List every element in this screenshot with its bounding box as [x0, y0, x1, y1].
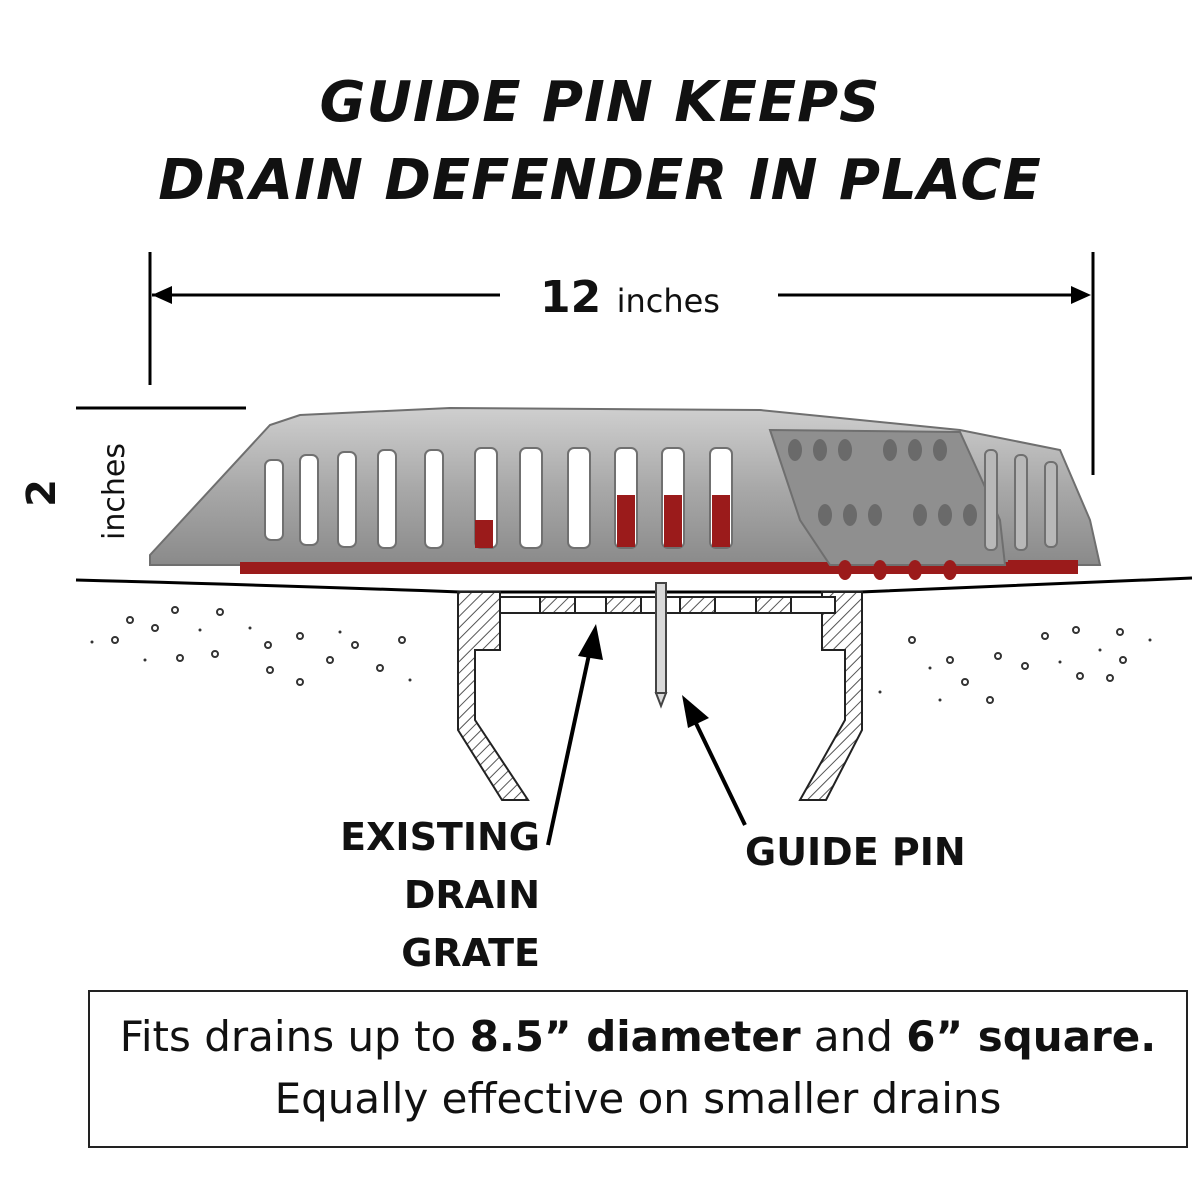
info-line-2: Equally effective on smaller drains: [274, 1074, 1002, 1123]
grate-arrow: [546, 624, 603, 846]
info-box: Fits drains up to 8.5” diameter and 6” s…: [88, 990, 1188, 1148]
grate-label-line-3: GRATE: [401, 931, 540, 975]
width-label: 12 inches: [540, 272, 760, 323]
title-line-1: GUIDE PIN KEEPS: [319, 70, 881, 135]
width-dimension: [148, 252, 1095, 475]
callout-guide-pin: GUIDE PIN: [745, 830, 966, 874]
drain-body: [457, 591, 863, 801]
drain-defender: [149, 406, 1102, 580]
width-value: 12: [540, 272, 602, 323]
grate-label-line-1: EXISTING: [340, 815, 540, 859]
guide-pin: [654, 582, 668, 709]
pin-arrow: [682, 695, 747, 826]
grate-label-line-2: DRAIN: [403, 873, 540, 917]
info-line-1: Fits drains up to 8.5” diameter and 6” s…: [90, 1006, 1186, 1068]
info-text-a: Fits drains up to: [119, 1012, 470, 1061]
callout-existing-drain-grate: EXISTING DRAIN GRATE: [300, 808, 540, 982]
info-square: 6” square.: [906, 1012, 1157, 1061]
width-unit: inches: [616, 282, 720, 320]
height-value: 2: [18, 479, 65, 507]
info-diameter: 8.5” diameter: [469, 1012, 801, 1061]
info-text-c: and: [800, 1012, 907, 1061]
title-line-2: DRAIN DEFENDER IN PLACE: [158, 148, 1042, 213]
height-unit: inches: [96, 443, 132, 540]
existing-grate: [539, 596, 792, 614]
